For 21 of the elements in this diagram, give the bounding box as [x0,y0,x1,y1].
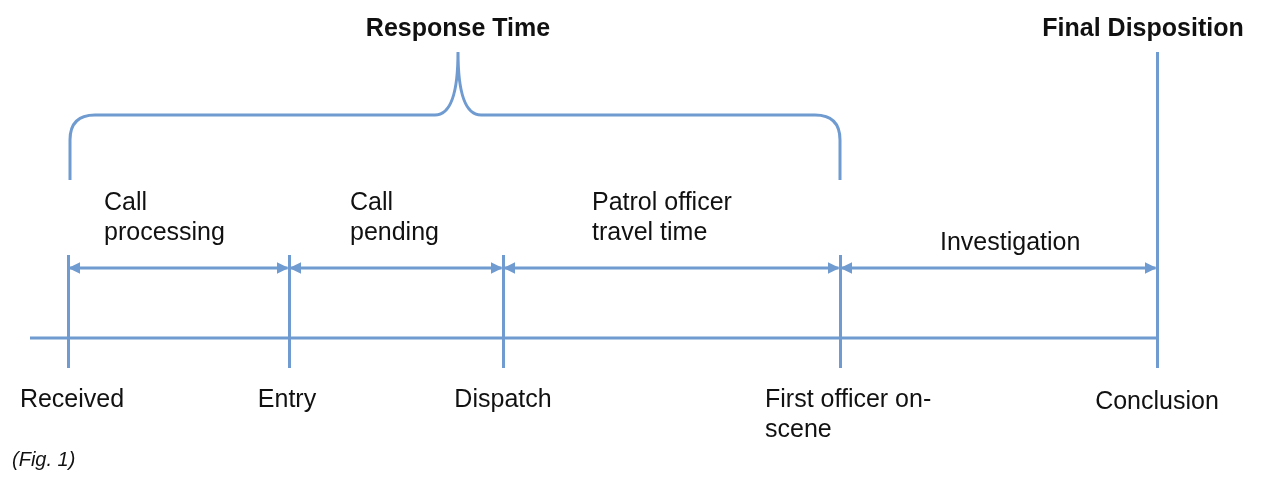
edge-label: Investigation [940,226,1082,256]
tick-label: Final Disposition [1042,12,1244,42]
double-arrow [503,262,840,274]
tick-mark [501,255,505,368]
tick-label: Conclusion [1095,385,1219,415]
double-arrow [840,262,1157,274]
tick-label: Received [19,383,125,413]
tick-mark [838,255,842,368]
edge-label: Call processing [104,186,226,246]
bracket-label: Response Time [365,12,551,42]
caption: (Fig. 1) [12,447,76,472]
edge-label: Patrol officer travel time [592,186,733,246]
double-arrow [289,262,503,274]
tick-label: Dispatch [454,383,552,413]
edge-label: Call pending [350,186,440,246]
tick-mark [287,255,291,368]
tick-label: Entry [257,383,317,413]
tick-mark [66,255,70,368]
double-arrow [68,262,289,274]
tick-mark [1155,52,1159,368]
tick-label: First officer on-scene [765,383,933,443]
